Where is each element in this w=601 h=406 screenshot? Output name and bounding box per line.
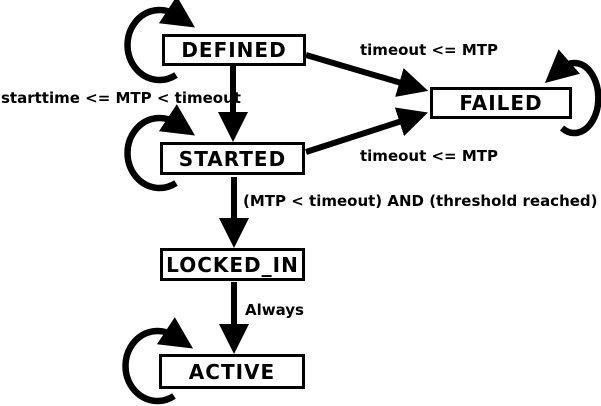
state-defined: DEFINED: [162, 34, 306, 66]
state-started-label: STARTED: [178, 146, 287, 171]
active-self-loop-arrow: [122, 317, 194, 405]
transition-started-to-locked-in-label: (MTP < timeout) AND (threshold reached): [243, 192, 598, 210]
state-active-label: ACTIVE: [188, 359, 276, 384]
transition-defined-to-started-label: starttime <= MTP < timeout: [1, 89, 241, 107]
transition-locked-in-to-active-label: Always: [245, 301, 304, 319]
state-failed: FAILED: [430, 87, 572, 119]
state-active: ACTIVE: [159, 354, 305, 389]
state-defined-label: DEFINED: [181, 38, 287, 62]
state-failed-label: FAILED: [459, 91, 543, 115]
transition-started-to-failed-label: timeout <= MTP: [360, 147, 499, 165]
transition-defined-to-failed-label: timeout <= MTP: [360, 41, 499, 59]
state-locked-in-label: LOCKED_IN: [166, 252, 299, 277]
transition-defined-to-failed-arrow: [305, 52, 429, 97]
state-locked-in: LOCKED_IN: [160, 248, 305, 281]
defined-self-loop-arrow: [124, 0, 196, 84]
started-self-loop-arrow: [124, 104, 196, 192]
state-started: STARTED: [160, 142, 305, 175]
failed-self-loop-arrow: [544, 49, 601, 137]
transition-started-to-failed-arrow: [305, 107, 428, 155]
